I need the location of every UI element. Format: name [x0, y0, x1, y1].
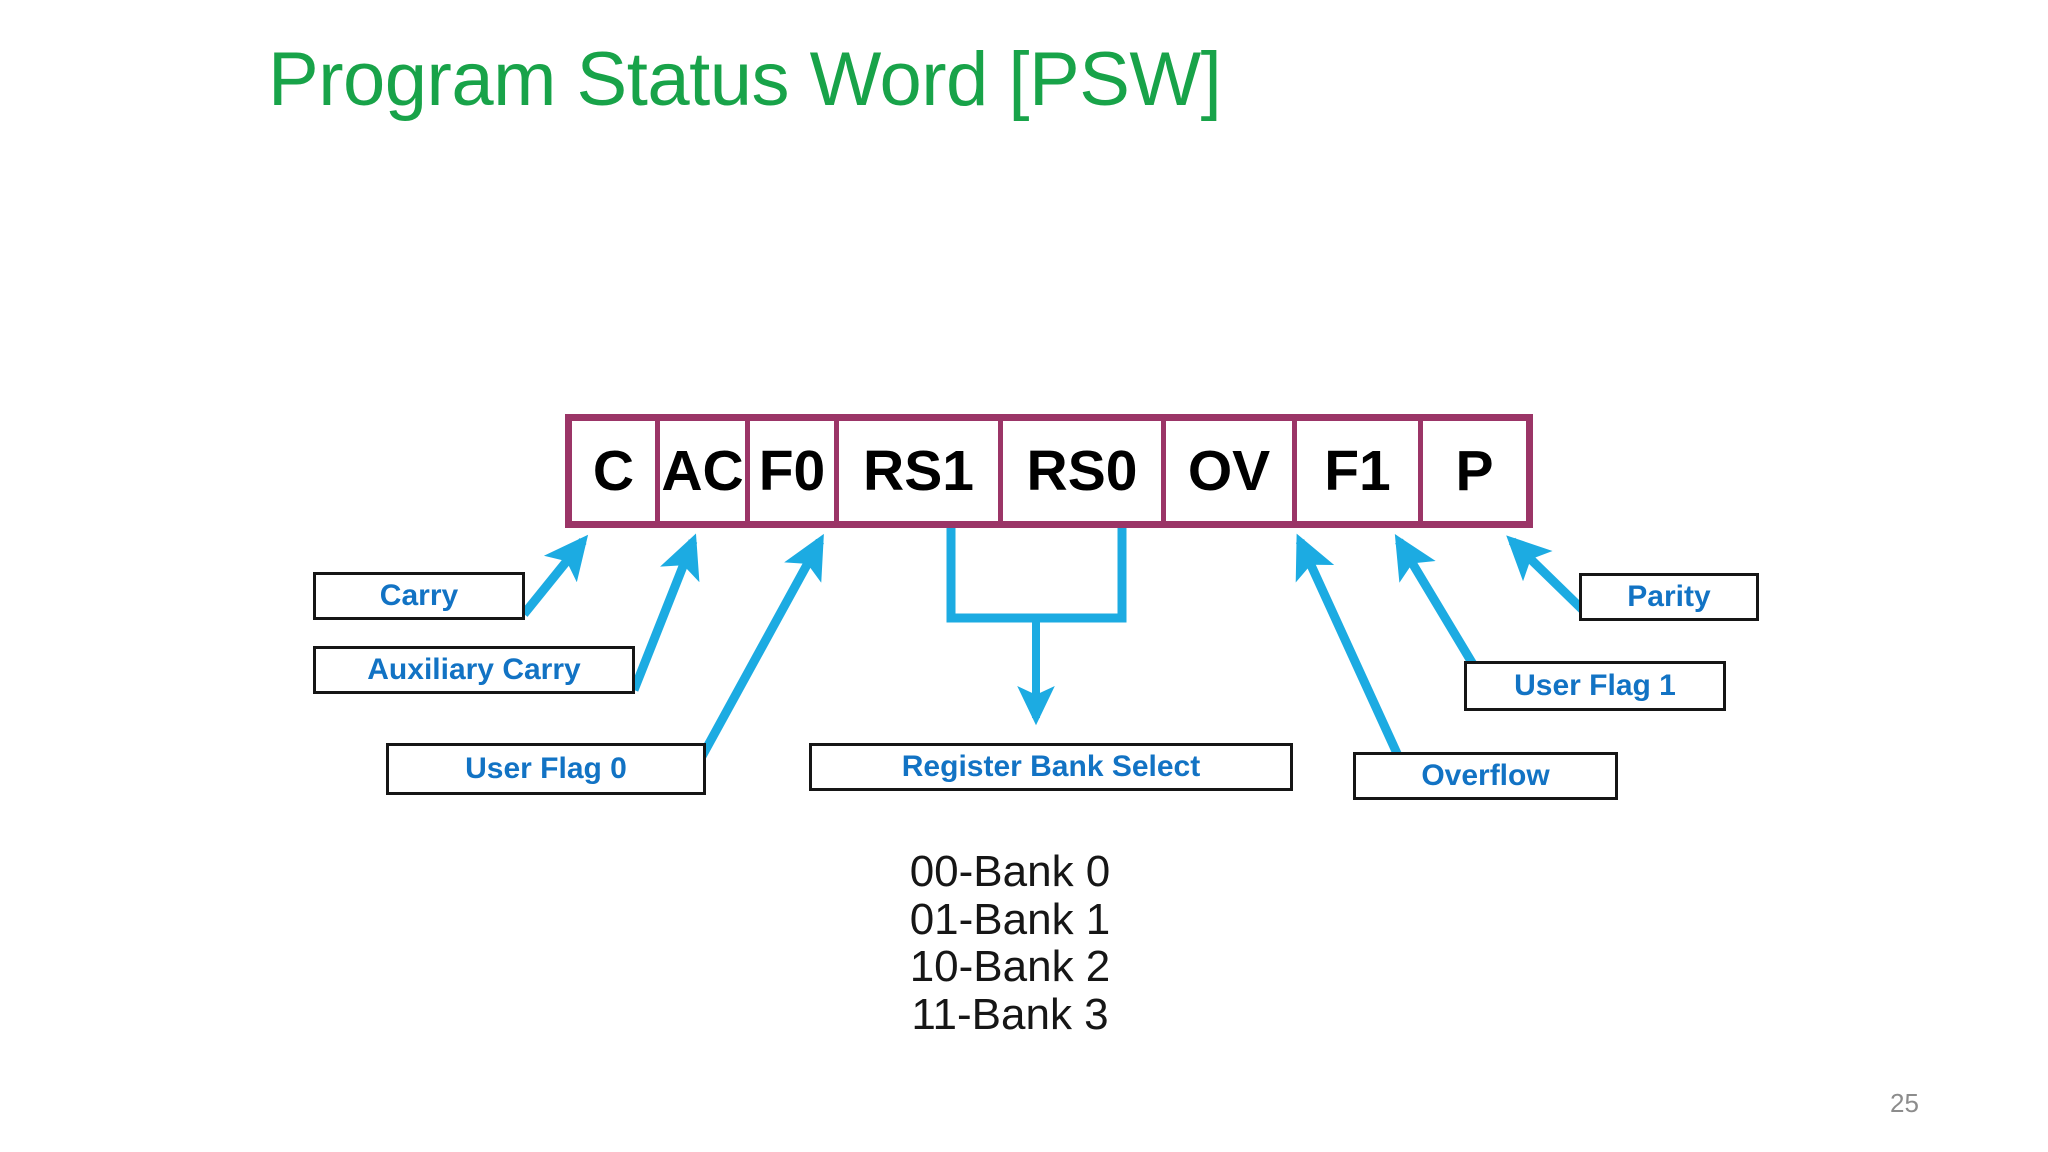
- arrow-user-flag-0: [696, 533, 824, 763]
- callout-parity: Parity: [1579, 573, 1759, 621]
- callout-user-flag-1: User Flag 1: [1464, 661, 1726, 711]
- arrow-carry: [520, 534, 589, 617]
- psw-cell-c: C: [572, 421, 660, 521]
- arrow-overflow: [1295, 533, 1405, 762]
- register-bank-legend: 00-Bank 0 01-Bank 1 10-Bank 2 11-Bank 3: [760, 848, 1260, 1038]
- psw-cell-ov: OV: [1166, 421, 1297, 521]
- bank-legend-line-0: 00-Bank 0: [909, 847, 1111, 896]
- callout-overflow: Overflow: [1353, 752, 1618, 800]
- psw-cell-f0: F0: [750, 421, 839, 521]
- callout-auxiliary-carry: Auxiliary Carry: [313, 646, 635, 694]
- psw-cell-f1: F1: [1297, 421, 1423, 521]
- callout-carry: Carry: [313, 572, 525, 620]
- psw-cell-ac: AC: [660, 421, 750, 521]
- bank-legend-line-1: 01-Bank 1: [909, 894, 1111, 944]
- callout-user-flag-0: User Flag 0: [386, 743, 706, 795]
- bank-legend-line-3: 11-Bank 3: [911, 989, 1109, 1039]
- psw-cell-rs0: RS0: [1003, 421, 1166, 521]
- psw-register-table: C AC F0 RS1 RS0 OV F1 P: [565, 414, 1533, 528]
- psw-cell-rs1: RS1: [839, 421, 1003, 521]
- bracket-register-bank-select: [946, 528, 1127, 623]
- slide-number: 25: [1890, 1088, 1919, 1118]
- page-title: Program Status Word [PSW]: [268, 37, 1222, 122]
- psw-cell-p: P: [1423, 421, 1526, 521]
- bank-legend-line-2: 10-Bank 2: [909, 942, 1111, 992]
- arrow-auxiliary-carry: [629, 533, 700, 692]
- arrow-parity: [1506, 535, 1593, 620]
- callout-register-bank-select: Register Bank Select: [809, 743, 1293, 791]
